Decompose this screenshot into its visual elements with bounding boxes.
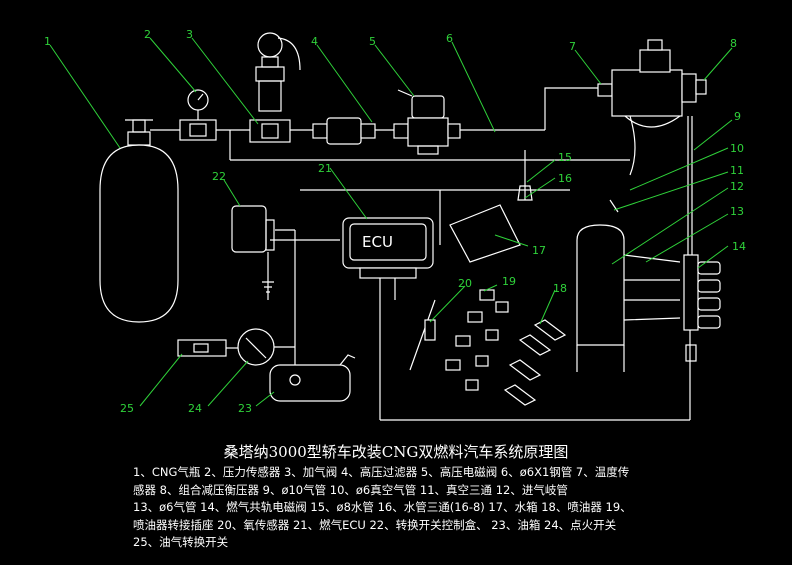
diagram-title: 桑塔纳3000型轿车改装CNG双燃料汽车系统原理图 <box>223 443 569 461</box>
legend: 1、CNG气瓶 2、压力传感器 3、加气阀 4、高压过滤器 5、高压电磁阀 6、… <box>133 464 783 552</box>
callout-13: 13 <box>730 205 744 218</box>
callout-10: 10 <box>730 142 744 155</box>
gas-rail <box>683 254 721 362</box>
leader-lines <box>49 37 733 407</box>
callout-25: 25 <box>120 402 134 415</box>
ignition-switch <box>237 328 295 366</box>
high-pressure-line <box>150 87 630 161</box>
callout-3: 3 <box>186 28 193 41</box>
water-tank <box>300 150 570 263</box>
high-pressure-filter <box>312 117 376 145</box>
switch-control-box <box>231 205 340 370</box>
injector-connectors <box>409 289 509 391</box>
gas-line-9 <box>380 116 693 421</box>
callout-22: 22 <box>212 170 226 183</box>
filling-valve <box>249 32 301 143</box>
callout-labels: 1 2 3 4 5 6 7 8 9 10 11 12 13 14 15 16 1… <box>44 28 746 415</box>
intake-manifold <box>576 199 681 372</box>
cng-cylinder <box>99 119 179 323</box>
callout-24: 24 <box>188 402 202 415</box>
fuel-tank <box>269 354 356 402</box>
callout-12: 12 <box>730 180 744 193</box>
legend-line: 喷油器转接插座 20、氧传感器 21、燃气ECU 22、转换开关控制盒、 23、… <box>133 517 617 532</box>
callout-23: 23 <box>238 402 252 415</box>
callout-14: 14 <box>732 240 746 253</box>
callout-9: 9 <box>734 110 741 123</box>
callout-17: 17 <box>532 244 546 257</box>
ecu-label: ECU <box>362 233 393 251</box>
callout-19: 19 <box>502 275 516 288</box>
callout-2: 2 <box>144 28 151 41</box>
legend-line: 1、CNG气瓶 2、压力传感器 3、加气阀 4、高压过滤器 5、高压电磁阀 6、… <box>133 465 630 479</box>
callout-7: 7 <box>569 40 576 53</box>
callout-15: 15 <box>558 151 572 164</box>
callout-5: 5 <box>369 35 376 48</box>
callout-21: 21 <box>318 162 332 175</box>
legend-line: 感器 8、组合减压衡压器 9、ø10气管 10、ø6真空气管 11、真空三通 1… <box>133 482 568 497</box>
callout-16: 16 <box>558 172 572 185</box>
gas-ecu <box>342 217 434 420</box>
callout-20: 20 <box>458 277 472 290</box>
injectors <box>503 319 567 406</box>
pressure-regulator <box>597 39 707 176</box>
legend-line: 25、油气转换开关 <box>133 535 229 549</box>
callout-8: 8 <box>730 37 737 50</box>
fuel-gas-switch <box>177 339 238 357</box>
callout-4: 4 <box>311 35 318 48</box>
callout-1: 1 <box>44 35 51 48</box>
legend-line: 13、ø6气管 14、燃气共轨电磁阀 15、ø8水管 16、水管三通(16-8)… <box>133 500 632 514</box>
high-pressure-solenoid-valve <box>393 89 461 155</box>
pressure-sensor <box>179 89 217 141</box>
callout-18: 18 <box>553 282 567 295</box>
callout-6: 6 <box>446 32 453 45</box>
callout-11: 11 <box>730 164 744 177</box>
